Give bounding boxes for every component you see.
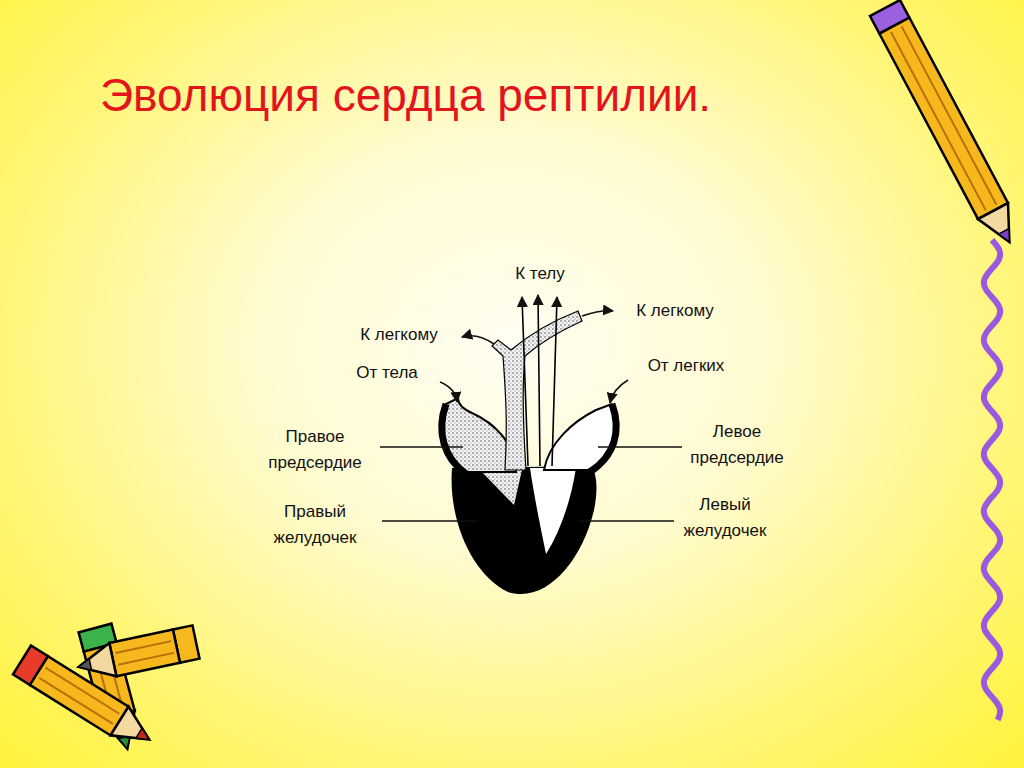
flow-arrow bbox=[462, 336, 494, 344]
leader-line bbox=[598, 446, 682, 448]
flow-arrow bbox=[582, 311, 613, 316]
leader-line bbox=[380, 446, 463, 448]
right-atrium-wall bbox=[442, 404, 466, 474]
slide-title: Эволюция сердца рептилии. bbox=[100, 68, 711, 122]
pencil-icon bbox=[75, 625, 199, 683]
right-ventricle-cavity bbox=[480, 470, 522, 505]
part-label: К телу bbox=[500, 261, 580, 287]
part-label: Правое предсердие bbox=[250, 424, 380, 476]
wave-decoration bbox=[984, 240, 1000, 720]
part-label: От тела bbox=[340, 360, 434, 386]
aorta-line bbox=[552, 297, 557, 466]
part-label: Левый желудочек bbox=[660, 492, 790, 544]
aorta-line bbox=[538, 295, 540, 466]
part-label: От легких bbox=[630, 353, 742, 379]
part-label: К легкому bbox=[340, 322, 458, 348]
part-label: К легкому bbox=[616, 298, 734, 324]
leader-line bbox=[382, 520, 478, 522]
ventricles bbox=[452, 466, 597, 594]
pencil-icon bbox=[870, 0, 1024, 250]
flow-arrow bbox=[610, 380, 628, 403]
leader-line bbox=[578, 520, 674, 522]
flow-arrow bbox=[440, 382, 457, 402]
part-label: Правый желудочек bbox=[250, 499, 380, 551]
left-ventricle-cavity bbox=[530, 468, 576, 554]
pulmonary-artery bbox=[492, 311, 582, 470]
aorta-line bbox=[522, 297, 528, 466]
part-label: Левое предсердие bbox=[672, 419, 802, 471]
left-atrium-wall bbox=[590, 404, 616, 472]
